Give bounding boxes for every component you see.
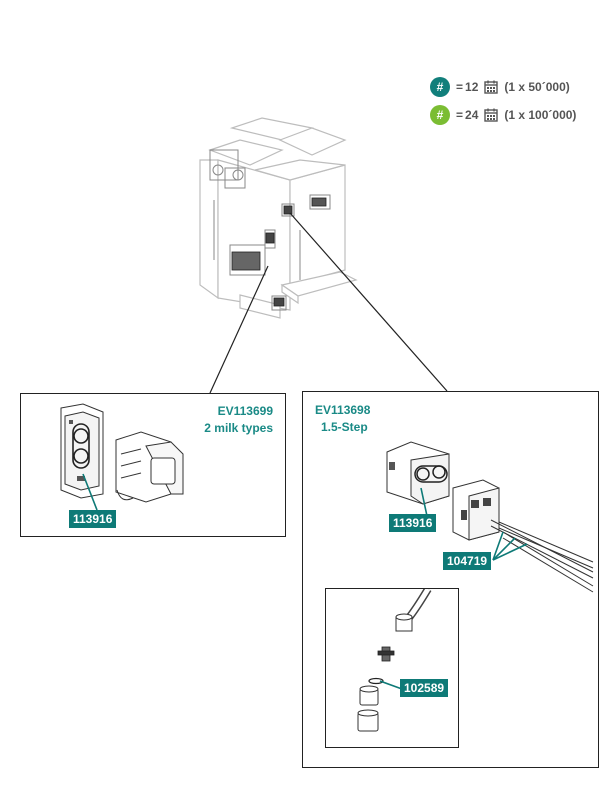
legend-equals: = bbox=[456, 80, 464, 94]
part-label-113916: 113916 bbox=[389, 514, 437, 532]
part-label-113916: 113916 bbox=[69, 510, 117, 528]
legend-count: 12 bbox=[465, 80, 479, 94]
left-panel-drawing bbox=[60, 403, 184, 511]
legend-equals: = bbox=[456, 108, 464, 122]
leader-113916-right bbox=[420, 487, 428, 517]
legend-interval: (1 x 50´000) bbox=[504, 80, 570, 94]
left-panel-subtitle: 2 milk types bbox=[204, 421, 273, 435]
legend-row-50000: # = 12 (1 x 50´000) bbox=[430, 76, 600, 98]
leader-113916-left bbox=[82, 473, 98, 511]
inset-drawing bbox=[357, 589, 432, 732]
hash-badge-green: # bbox=[430, 105, 450, 125]
leader-102589 bbox=[379, 680, 403, 690]
calendar-icon bbox=[484, 108, 499, 122]
leader-line-right bbox=[289, 212, 448, 392]
part-label-104719: 104719 bbox=[443, 552, 492, 570]
leader-104719-c bbox=[492, 543, 528, 561]
legend-count: 24 bbox=[465, 108, 479, 122]
leader-104719-a bbox=[492, 531, 504, 561]
left-panel-code: EV113699 bbox=[217, 404, 273, 418]
legend-interval: (1 x 100´000) bbox=[504, 108, 577, 122]
leader-line-left bbox=[209, 265, 269, 394]
machine-parts-dark bbox=[231, 197, 327, 307]
leader-104719-b bbox=[492, 537, 516, 561]
right-panel-drawing bbox=[386, 441, 594, 593]
left-panel: EV113699 2 milk types bbox=[20, 393, 286, 537]
legend: # = 12 (1 x 50´000) # = 24 (1 x 100´000) bbox=[430, 76, 600, 132]
coffee-machine-drawing bbox=[199, 117, 358, 319]
legend-row-100000: # = 24 (1 x 100´000) bbox=[430, 104, 600, 126]
right-panel-subtitle: 1.5-Step bbox=[321, 420, 368, 434]
right-panel: EV113698 1.5-Step bbox=[302, 391, 599, 768]
calendar-icon bbox=[484, 80, 499, 94]
inset-panel: 102589 bbox=[325, 588, 459, 748]
part-label-102589: 102589 bbox=[400, 679, 449, 697]
machine-details bbox=[209, 149, 331, 311]
right-panel-code: EV113698 bbox=[315, 403, 371, 417]
hash-badge-teal: # bbox=[430, 77, 450, 97]
